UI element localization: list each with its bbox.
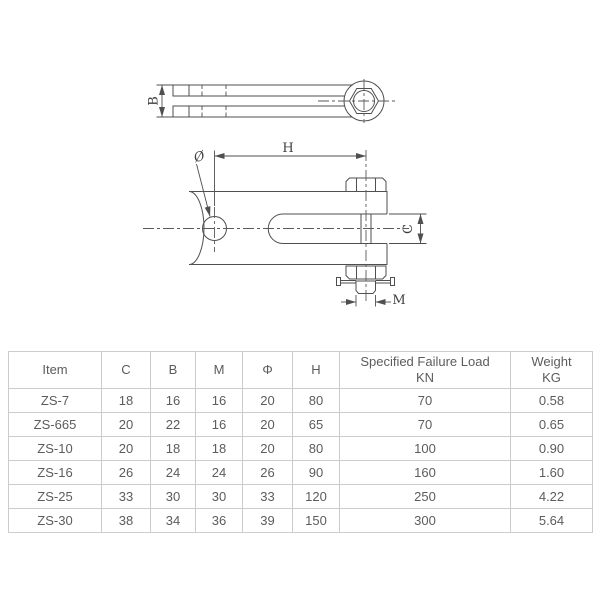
dim-label-m: M <box>392 293 405 308</box>
table-cell: 20 <box>101 412 151 437</box>
table-cell: 250 <box>339 484 511 509</box>
column-header: C <box>101 351 151 389</box>
table-cell: 20 <box>101 436 151 461</box>
column-header: Φ <box>242 351 293 389</box>
table-cell: 100 <box>339 436 511 461</box>
table-cell: 70 <box>339 412 511 437</box>
table-cell: 70 <box>339 388 511 413</box>
dimension-h: H <box>214 141 366 206</box>
table-cell: 30 <box>150 484 196 509</box>
table-cell: 33 <box>101 484 151 509</box>
lower-prong <box>172 105 352 118</box>
table-cell: ZS-665 <box>8 412 102 437</box>
table-cell: 80 <box>292 436 340 461</box>
table-cell: 24 <box>195 460 243 485</box>
table-cell: 120 <box>292 484 340 509</box>
table-cell: ZS-7 <box>8 388 102 413</box>
table-cell: 26 <box>242 460 293 485</box>
table-cell: 38 <box>101 508 151 533</box>
upper-prong <box>172 84 352 97</box>
diameter-leader: Ø <box>191 149 211 217</box>
table-cell: 80 <box>292 388 340 413</box>
dim-label-phi: Ø <box>191 149 207 167</box>
table-cell: ZS-30 <box>8 508 102 533</box>
table-cell: 16 <box>195 412 243 437</box>
table-cell: 30 <box>195 484 243 509</box>
table-cell: 34 <box>150 508 196 533</box>
dimension-b: B <box>147 84 175 118</box>
table-cell: 16 <box>195 388 243 413</box>
dimension-m: M <box>341 293 406 308</box>
table-cell: 160 <box>339 460 511 485</box>
table-cell: 20 <box>242 436 293 461</box>
table-cell: 33 <box>242 484 293 509</box>
table-cell: 39 <box>242 508 293 533</box>
hex-nut-top-view <box>348 87 380 115</box>
table-cell: 20 <box>242 388 293 413</box>
table-cell: ZS-16 <box>8 460 102 485</box>
dim-label-b: B <box>147 96 162 106</box>
table-cell: 5.64 <box>510 508 593 533</box>
clevis-body <box>188 191 388 265</box>
table-cell: 20 <box>242 412 293 437</box>
table-cell: 18 <box>195 436 243 461</box>
column-header: B <box>150 351 196 389</box>
dimension-c: C <box>389 213 427 244</box>
table-cell: 18 <box>150 436 196 461</box>
table-cell: 90 <box>292 460 340 485</box>
table-cell: ZS-10 <box>8 436 102 461</box>
table-cell: 0.58 <box>510 388 593 413</box>
side-view <box>172 79 396 123</box>
table-cell: 16 <box>150 388 196 413</box>
table-cell: 1.60 <box>510 460 593 485</box>
dim-label-h: H <box>282 141 293 156</box>
table-cell: 36 <box>195 508 243 533</box>
table-cell: 18 <box>101 388 151 413</box>
table-cell: 0.90 <box>510 436 593 461</box>
table-cell: 65 <box>292 412 340 437</box>
table-cell: 22 <box>150 412 196 437</box>
dim-label-c: C <box>401 224 416 234</box>
bottom-nut <box>345 265 387 280</box>
cotter-pin <box>336 277 395 286</box>
column-header: H <box>292 351 340 389</box>
front-view <box>143 150 409 303</box>
table-cell: 300 <box>339 508 511 533</box>
table-cell: 26 <box>101 460 151 485</box>
column-header: M <box>195 351 243 389</box>
table-cell: 4.22 <box>510 484 593 509</box>
column-header: Item <box>8 351 102 389</box>
table-cell: 0.65 <box>510 412 593 437</box>
technical-drawing: B <box>143 79 427 308</box>
bolt-end <box>355 280 376 294</box>
table-cell: 24 <box>150 460 196 485</box>
table-cell: ZS-25 <box>8 484 102 509</box>
table-cell: 150 <box>292 508 340 533</box>
